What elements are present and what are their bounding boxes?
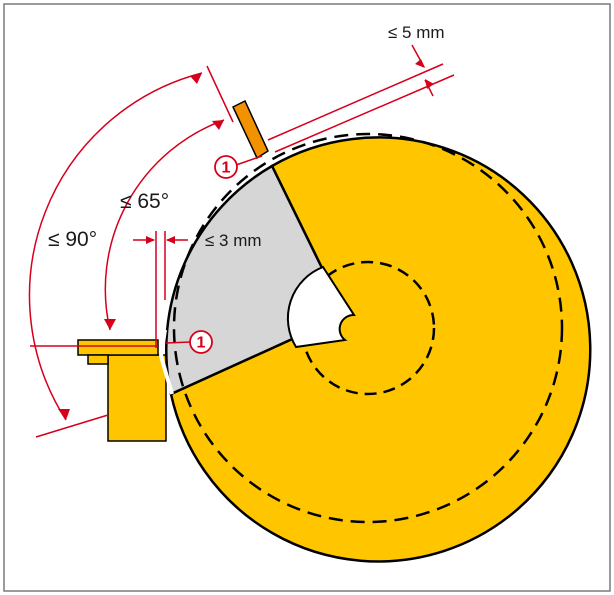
adjustable-tongue bbox=[232, 99, 269, 160]
flange-dashed-outline bbox=[300, 260, 436, 396]
dimension-lines bbox=[28, 44, 455, 438]
work-rest bbox=[77, 339, 167, 442]
wheel-guard bbox=[169, 136, 592, 563]
wheel-dashed-outline bbox=[172, 132, 564, 524]
grinding-wheel bbox=[158, 132, 592, 563]
callout-1-bottom: 1 bbox=[189, 330, 213, 354]
callout-1-top: 1 bbox=[214, 155, 238, 179]
arrowheads bbox=[58, 59, 434, 420]
label-gap-3mm: ≤ 3 mm bbox=[205, 231, 262, 250]
label-gap-5mm: ≤ 5 mm bbox=[388, 23, 445, 42]
angle-90-arc bbox=[28, 72, 203, 421]
label-angle-65: ≤ 65° bbox=[120, 190, 169, 213]
angle-65-arc bbox=[104, 119, 225, 331]
label-angle-90: ≤ 90° bbox=[48, 228, 97, 251]
callout-leaders bbox=[165, 155, 263, 344]
hub-cutout bbox=[286, 265, 356, 349]
callout-number: 1 bbox=[222, 160, 231, 177]
callout-number: 1 bbox=[197, 335, 206, 352]
